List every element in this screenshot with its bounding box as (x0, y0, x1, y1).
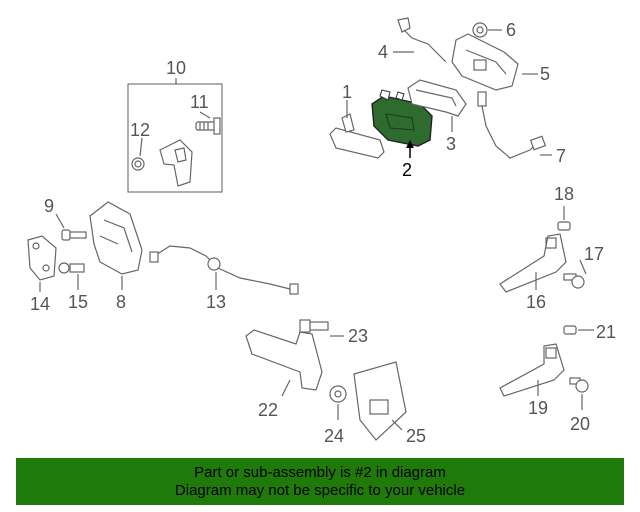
callout-22: 22 (258, 400, 278, 420)
part-17-bolt (563, 259, 587, 289)
callout-9: 9 (44, 196, 54, 216)
callout-23: 23 (348, 326, 368, 346)
part-15-washer (58, 262, 85, 290)
part-4-rod (393, 17, 447, 63)
part-1-handle (329, 100, 385, 159)
part-18-bushing (557, 206, 571, 231)
callout-21: 21 (596, 322, 616, 342)
part-7-cable (477, 91, 552, 159)
callout-24: 24 (324, 426, 344, 446)
callout-1: 1 (342, 82, 352, 102)
info-banner: Part or sub-assembly is #2 in diagram Di… (16, 458, 624, 505)
part-24-grommet (329, 385, 347, 420)
part-10-inset (127, 78, 223, 193)
callout-5: 5 (540, 64, 550, 84)
parts-diagram: 1 2 3 4 5 6 7 8 9 10 11 12 13 14 15 16 1… (27, 17, 616, 446)
banner-line-1: Part or sub-assembly is #2 in diagram (194, 463, 446, 481)
callout-7: 7 (556, 146, 566, 166)
part-25-cover (353, 361, 407, 441)
callout-20: 20 (570, 414, 590, 434)
callout-16: 16 (526, 292, 546, 312)
banner-line-2: Diagram may not be specific to your vehi… (174, 481, 466, 499)
part-3-bezel (407, 79, 467, 132)
callout-15: 15 (68, 292, 88, 312)
callout-19: 19 (528, 398, 548, 418)
callout-8: 8 (116, 292, 126, 312)
callout-11: 11 (190, 92, 209, 112)
part-14-striker (27, 235, 57, 292)
callout-14: 14 (30, 294, 50, 314)
callout-13: 13 (206, 292, 226, 312)
callout-25: 25 (406, 426, 426, 446)
part-20-bolt (569, 377, 589, 410)
part-9-screw (55, 213, 87, 241)
callout-18: 18 (554, 184, 574, 204)
part-2-highlighted (371, 89, 433, 158)
part-16-bracket (499, 233, 567, 293)
part-6-nut (472, 22, 502, 38)
callout-4: 4 (378, 42, 388, 62)
part-21-bushing (563, 325, 594, 335)
part-19-bracket (499, 343, 565, 397)
callout-17: 17 (584, 244, 604, 264)
callout-12: 12 (130, 120, 150, 140)
callout-6: 6 (506, 20, 516, 40)
callout-10: 10 (166, 58, 186, 78)
callout-2: 2 (402, 160, 412, 180)
part-5-housing (451, 33, 538, 91)
part-8-latch (89, 201, 143, 290)
part-22-check (245, 329, 323, 397)
part-23-bolt (299, 319, 344, 337)
callout-3: 3 (446, 134, 456, 154)
part-13-cable (149, 245, 299, 295)
